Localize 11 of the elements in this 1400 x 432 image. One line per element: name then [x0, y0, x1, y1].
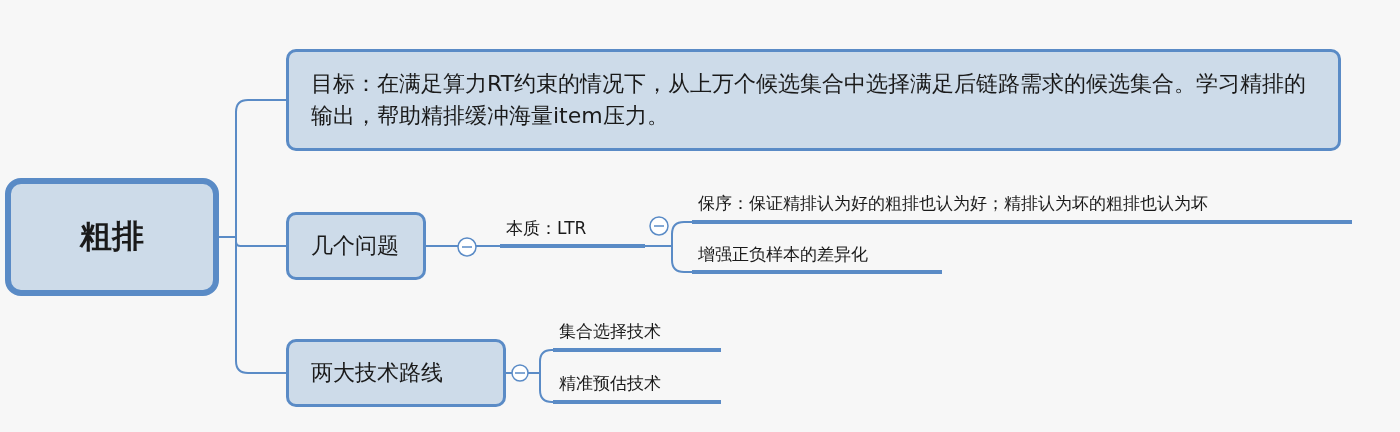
subtopic-label: 增强正负样本的差异化	[692, 238, 942, 274]
subtopic-label: 保序：保证精排认为好的粗排也认为好；精排认为坏的粗排也认为坏	[692, 186, 1352, 224]
topic-box: 几个问题	[286, 212, 426, 280]
root-topic-box: 粗排	[5, 178, 219, 296]
topic-box: 目标：在满足算力RT约束的情况下，从上万个候选集合中选择满足后链路需求的候选集合。学习精排的输出，帮助精排缓冲海量item压力。	[286, 49, 1341, 151]
subtopic-label: 精准预估技术	[553, 366, 721, 404]
connector-line	[644, 245, 693, 273]
connector-line	[425, 245, 501, 247]
topic-box: 两大技术路线	[286, 339, 506, 407]
subtopic-label: 本质：LTR	[500, 212, 645, 248]
subtopic-label: 集合选择技术	[553, 314, 721, 352]
